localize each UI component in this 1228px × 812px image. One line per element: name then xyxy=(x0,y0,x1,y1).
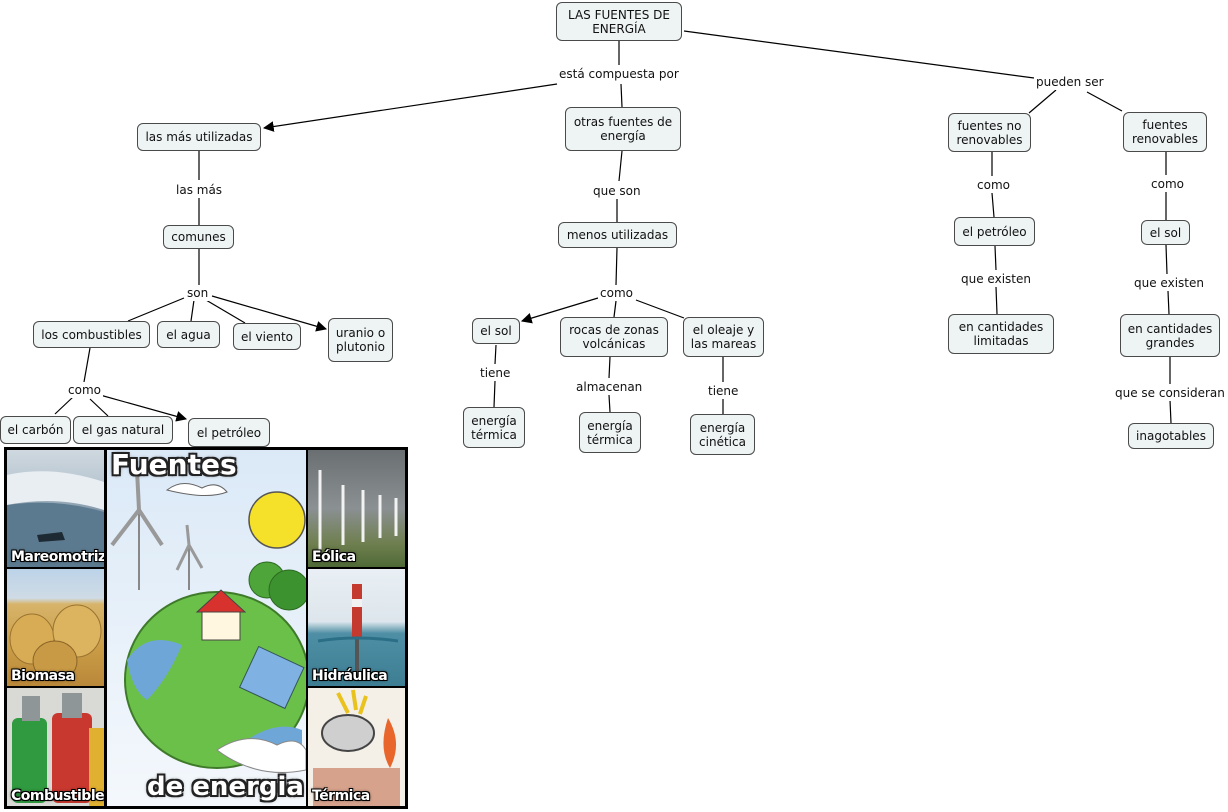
link-line xyxy=(995,286,998,315)
link-label-esta-compuesta-por: está compuesta por xyxy=(557,66,681,82)
link-line xyxy=(1028,89,1057,114)
concept-rocas-volcanicas[interactable]: rocas de zonas volcánicas xyxy=(560,317,668,357)
concept-uranio-o-plutonio[interactable]: uranio o plutonio xyxy=(328,318,393,362)
link-line xyxy=(618,150,623,182)
concept-energia-termica[interactable]: energía térmica xyxy=(463,407,525,448)
link-label-que-son: que son xyxy=(591,183,643,199)
collage-title-bottom: de energia xyxy=(147,772,304,802)
concept-el-sol-r[interactable]: el sol xyxy=(1141,220,1190,245)
concept-menos-utilizadas[interactable]: menos utilizadas xyxy=(558,222,677,248)
link-label-que-se-consideran: que se consideran xyxy=(1113,385,1227,401)
collage-title-top: Fuentes xyxy=(111,450,237,481)
concept-el-viento[interactable]: el viento xyxy=(233,323,301,350)
termica-caption: Térmica xyxy=(312,788,370,804)
concept-cantidades-grandes[interactable]: en cantidades grandes xyxy=(1120,314,1220,357)
link-line xyxy=(608,356,611,379)
concept-fuentes-no-renovables[interactable]: fuentes no renovables xyxy=(948,113,1031,152)
concept-el-carbon[interactable]: el carbón xyxy=(0,416,71,444)
link-line xyxy=(89,398,109,417)
biomasa-caption: Biomasa xyxy=(11,668,75,684)
tidal-tower-graphic xyxy=(317,584,399,679)
link-line xyxy=(994,245,997,271)
concept-cantidades-limitadas[interactable]: en cantidades limitadas xyxy=(948,314,1054,354)
termica-image: Térmica xyxy=(308,688,405,806)
hay-bales-graphic xyxy=(9,604,102,682)
link-line xyxy=(1169,399,1172,424)
mareomotriz-image: Mareomotriz xyxy=(7,450,104,567)
link-line xyxy=(83,347,91,383)
link-line xyxy=(683,30,1035,79)
link-line xyxy=(494,344,497,365)
link-label-las-mas: las más xyxy=(174,182,225,198)
combustibles-caption: Combustibles xyxy=(11,788,104,804)
link-line xyxy=(613,300,617,318)
link-label-como: como xyxy=(598,285,635,301)
concept-el-agua[interactable]: el agua xyxy=(157,321,220,348)
concept-las-mas-utilizadas[interactable]: las más utilizadas xyxy=(137,123,261,151)
link-label-que-existen: que existen xyxy=(1132,275,1206,291)
concept-root[interactable]: LAS FUENTES DE ENERGÍA xyxy=(556,2,682,41)
hidraulica-image: Hidráulica xyxy=(308,569,405,686)
link-line xyxy=(493,380,496,408)
hidraulica-caption: Hidráulica xyxy=(312,668,388,684)
concept-energia-termica[interactable]: energía térmica xyxy=(579,412,641,453)
concept-oleaje-mareas[interactable]: el oleaje y las mareas xyxy=(683,317,764,357)
link-line xyxy=(211,295,328,332)
link-line xyxy=(635,299,685,319)
link-label-como: como xyxy=(1149,176,1186,192)
waterfall-graphic xyxy=(7,471,104,567)
wind-turbines-graphic xyxy=(318,470,398,550)
concept-el-gas-natural[interactable]: el gas natural xyxy=(73,416,173,444)
link-label-son: son xyxy=(185,285,211,301)
concept-comunes[interactable]: comunes xyxy=(163,225,234,249)
link-line xyxy=(991,192,995,218)
link-line xyxy=(54,396,74,415)
energy-sources-collage: Mareomotriz Biomasa Combustibles xyxy=(4,447,408,809)
link-line xyxy=(262,83,558,132)
link-line xyxy=(1086,91,1123,112)
link-line xyxy=(608,394,611,413)
link-line xyxy=(127,297,185,322)
concept-el-petroleo[interactable]: el petróleo xyxy=(188,418,270,447)
link-label-tiene: tiene xyxy=(478,365,513,381)
fuel-nozzles-graphic xyxy=(12,693,104,806)
link-line xyxy=(190,299,195,322)
link-line xyxy=(205,299,246,324)
concept-inagotables[interactable]: inagotables xyxy=(1128,423,1214,449)
link-label-que-existen: que existen xyxy=(959,271,1033,287)
link-label-pueden-ser: pueden ser xyxy=(1034,74,1106,90)
link-line xyxy=(615,247,618,286)
eolica-caption: Eólica xyxy=(312,549,356,565)
combustibles-image: Combustibles xyxy=(7,688,104,806)
concept-el-petroleo-nr[interactable]: el petróleo xyxy=(954,217,1035,246)
earth-illustration xyxy=(110,469,306,773)
link-line xyxy=(1165,244,1168,275)
link-label-almacenan: almacenan xyxy=(574,379,645,395)
link-label-como: como xyxy=(66,382,103,398)
link-label-como: como xyxy=(975,177,1012,193)
concept-fuentes-renovables[interactable]: fuentes renovables xyxy=(1123,112,1207,152)
concept-otras-fuentes[interactable]: otras fuentes de energía xyxy=(565,107,681,151)
link-line xyxy=(520,297,599,324)
link-line xyxy=(620,83,623,108)
link-line xyxy=(1167,290,1170,315)
concept-energia-cinetica[interactable]: energía cinética xyxy=(690,414,755,455)
link-line xyxy=(99,394,188,422)
thermal-graphic xyxy=(313,689,400,806)
fuentes-de-energia-illustration: Fuentes de energia xyxy=(107,450,306,806)
link-label-tiene: tiene xyxy=(706,383,741,399)
concept-los-combustibles[interactable]: los combustibles xyxy=(33,321,150,348)
eolica-image: Eólica xyxy=(308,450,405,567)
biomasa-image: Biomasa xyxy=(7,569,104,686)
concept-el-sol[interactable]: el sol xyxy=(472,318,520,344)
mareomotriz-caption: Mareomotriz xyxy=(11,549,104,565)
